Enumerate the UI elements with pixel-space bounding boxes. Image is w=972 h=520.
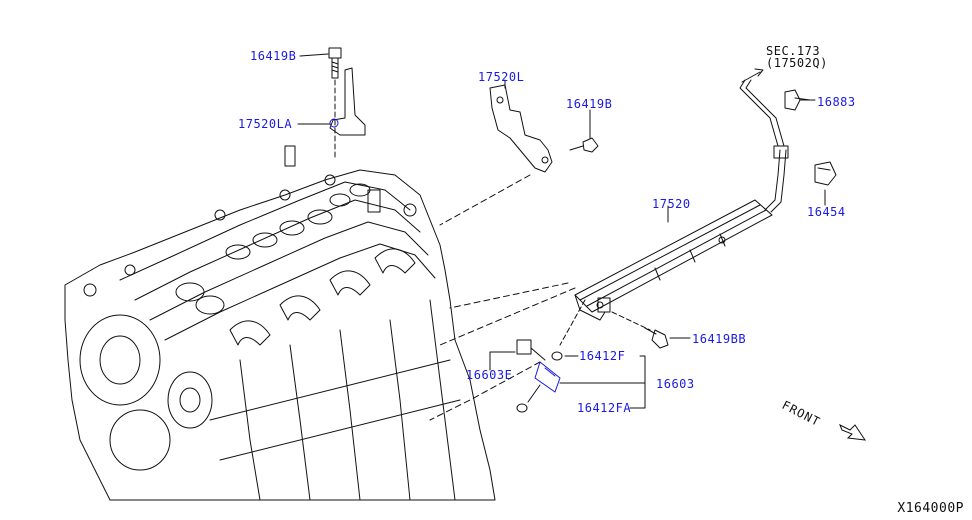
bolt-16419B-top[interactable] xyxy=(328,47,342,79)
section-reference-line2[interactable]: (17502Q) xyxy=(766,56,828,70)
section-reference-line1[interactable]: SEC.173 xyxy=(766,44,821,58)
bolt-16419BB[interactable] xyxy=(644,327,669,349)
diagram-reference-number: X164000P xyxy=(897,501,964,516)
callout-16419B-top[interactable]: 16419B xyxy=(250,49,297,63)
bolt-16419B-mid[interactable] xyxy=(569,137,599,153)
bracket-17520L[interactable] xyxy=(489,84,553,173)
callout-16412FA[interactable]: 16412FA xyxy=(577,401,632,415)
callout-16412F[interactable]: 16412F xyxy=(579,349,626,363)
callout-17520[interactable]: 17520 xyxy=(652,197,691,211)
fuel-rail-17520[interactable] xyxy=(574,79,789,321)
front-arrow-icon xyxy=(839,423,867,441)
callout-16603E[interactable]: 16603E xyxy=(466,368,513,382)
callout-17520LA[interactable]: 17520LA xyxy=(238,117,293,131)
injector-16603[interactable] xyxy=(516,339,563,413)
engine-block xyxy=(64,145,496,501)
callout-16419BB[interactable]: 16419BB xyxy=(692,332,747,346)
callout-16603[interactable]: 16603 xyxy=(656,377,695,391)
callout-17520L[interactable]: 17520L xyxy=(478,70,525,84)
clamp-16454[interactable] xyxy=(814,161,837,186)
bracket-17520LA[interactable] xyxy=(329,67,366,136)
sec-173-arrow xyxy=(741,68,764,83)
callout-16419B-mid[interactable]: 16419B xyxy=(566,97,613,111)
callout-16454[interactable]: 16454 xyxy=(807,205,846,219)
callout-16883[interactable]: 16883 xyxy=(817,95,856,109)
